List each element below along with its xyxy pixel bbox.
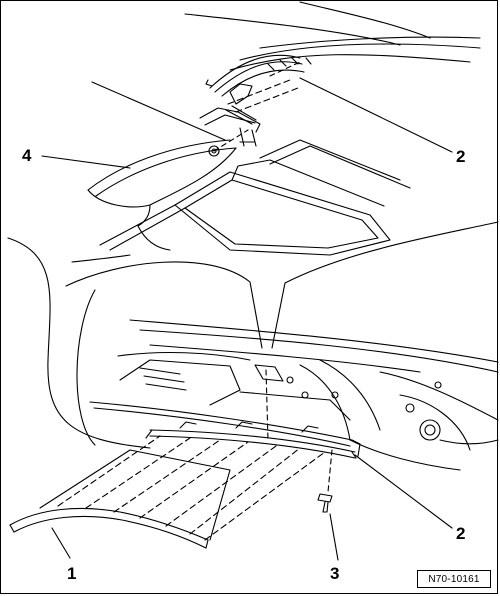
reference-code-box: N70-10161 <box>417 570 491 588</box>
callout-part-2-bottom: 2 <box>456 524 466 543</box>
main-view-bottom <box>9 319 499 561</box>
detail-view-top <box>41 1 481 256</box>
callout-part-1: 1 <box>67 564 77 583</box>
callout-part-3: 3 <box>330 564 340 583</box>
callout-part-2-top: 2 <box>456 147 466 166</box>
magnifier-outline <box>7 221 499 449</box>
callout-part-4: 4 <box>22 146 32 165</box>
